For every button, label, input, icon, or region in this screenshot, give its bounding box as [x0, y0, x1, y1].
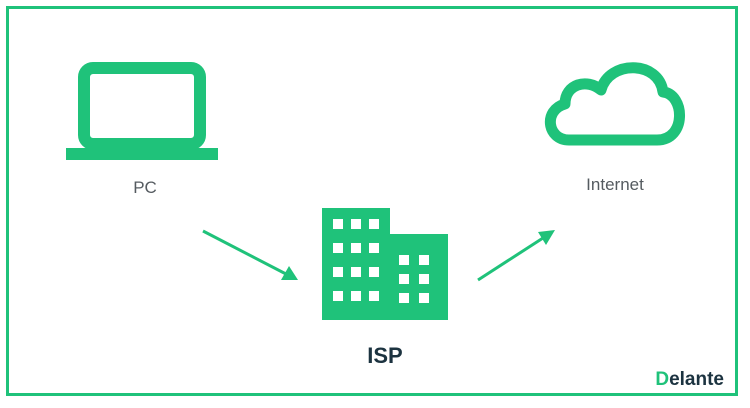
building-icon	[322, 208, 448, 320]
pc-label: PC	[133, 178, 157, 197]
cloud-icon	[544, 62, 685, 146]
logo-initial: D	[655, 369, 670, 390]
delante-logo: Delante	[655, 369, 724, 391]
logo-rest: elante	[669, 369, 724, 390]
isp-label: ISP	[367, 343, 403, 368]
laptop-icon	[66, 62, 218, 160]
internet-label: Internet	[586, 175, 644, 194]
